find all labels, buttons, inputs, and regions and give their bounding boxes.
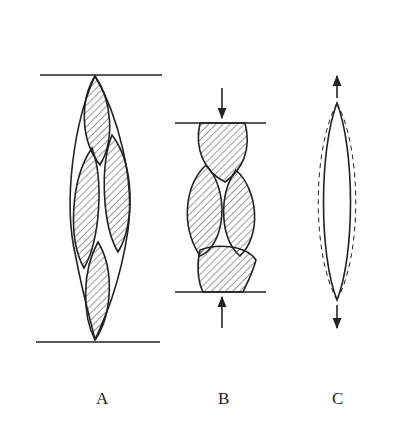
figure-a — [36, 75, 162, 342]
figure-label: C — [332, 390, 343, 407]
figure-label: B — [218, 390, 229, 407]
figure-b — [175, 88, 266, 328]
figure-c — [318, 76, 356, 328]
figure-label: A — [96, 390, 108, 407]
